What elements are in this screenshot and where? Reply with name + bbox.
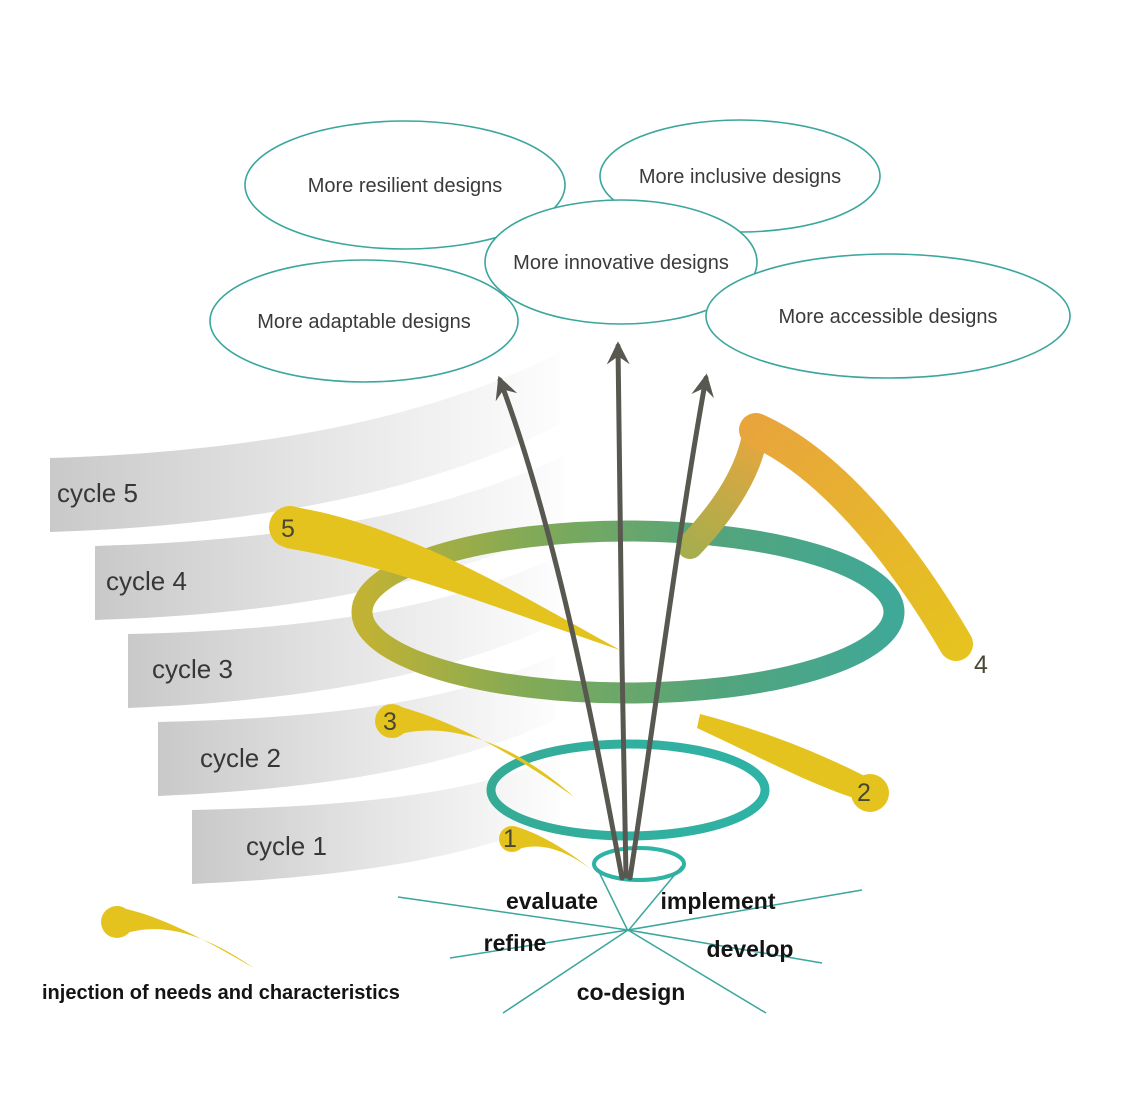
stage-line-upper-left [397,896,629,931]
bubble-label-accessible: More accessible designs [779,306,998,328]
stage-label-codesign: co-design [577,979,686,1005]
outcome-bubble-resilient [244,120,566,250]
legend-swoosh-icon [101,906,254,968]
spiral-loop-middle [486,739,770,841]
cycle-band-5 [50,352,560,532]
upward-arrow-right [627,373,714,881]
stage-line-left [449,929,629,959]
bubble-label-resilient: More resilient designs [308,175,503,197]
cycle-label-5: cycle 5 [57,478,138,508]
stage-label-develop: develop [707,936,794,962]
cycle-label-2: cycle 2 [200,743,281,773]
spiral-loop-small [592,846,686,882]
stage-label-refine: refine [484,930,547,956]
injection-number-2: 2 [857,779,871,807]
upward-arrow-middle [606,341,630,879]
stage-line-upper-right [627,889,863,931]
injection-number-4: 4 [974,651,988,679]
cycle-labels: cycle 5 cycle 4 cycle 3 cycle 2 cycle 1 [57,478,327,861]
cycle-label-1: cycle 1 [246,831,327,861]
outcome-bubble-accessible [705,253,1071,379]
outcome-bubbles: More resilient designs More inclusive de… [209,119,1071,383]
stage-label-evaluate: evaluate [506,888,598,914]
spiral-funnel-tip [597,865,683,932]
stage-line-lower-left [502,929,629,1014]
cycle-label-4: cycle 4 [106,566,187,596]
outcome-bubble-adaptable [209,259,519,383]
stage-line-lower-right [627,929,767,1014]
injection-swoosh-3 [375,704,574,797]
stage-labels: evaluate implement refine develop co-des… [484,888,794,1005]
spiral-loop-large [351,520,905,704]
cycle-bands [50,352,565,884]
legend-label: injection of needs and characteristics [42,982,400,1004]
injection-number-3: 3 [383,708,397,736]
bubble-label-innovative: More innovative designs [513,252,729,274]
legend: injection of needs and characteristics [42,906,400,1004]
injection-swooshes [269,413,973,879]
cycle-band-1 [192,755,560,884]
stage-line-right [627,929,823,964]
cycle-band-2 [158,655,555,796]
injection-number-5: 5 [281,515,295,543]
injection-swoosh-4 [739,413,973,661]
bubble-label-inclusive: More inclusive designs [639,166,841,188]
stage-lines [397,889,863,1014]
injection-swoosh-1 [499,826,603,879]
injection-swoosh-2 [697,714,889,812]
upward-arrows [495,341,714,881]
injection-number-1: 1 [503,825,517,853]
upward-arrow-left [495,375,625,881]
cycle-band-3 [128,555,560,708]
outcome-bubble-innovative [484,199,758,325]
injection-numbers: 5 4 3 2 1 [281,515,988,853]
bubble-label-adaptable: More adaptable designs [257,311,470,333]
stage-label-implement: implement [660,888,775,914]
injection-swoosh-5 [269,506,620,650]
cycle-label-3: cycle 3 [152,654,233,684]
